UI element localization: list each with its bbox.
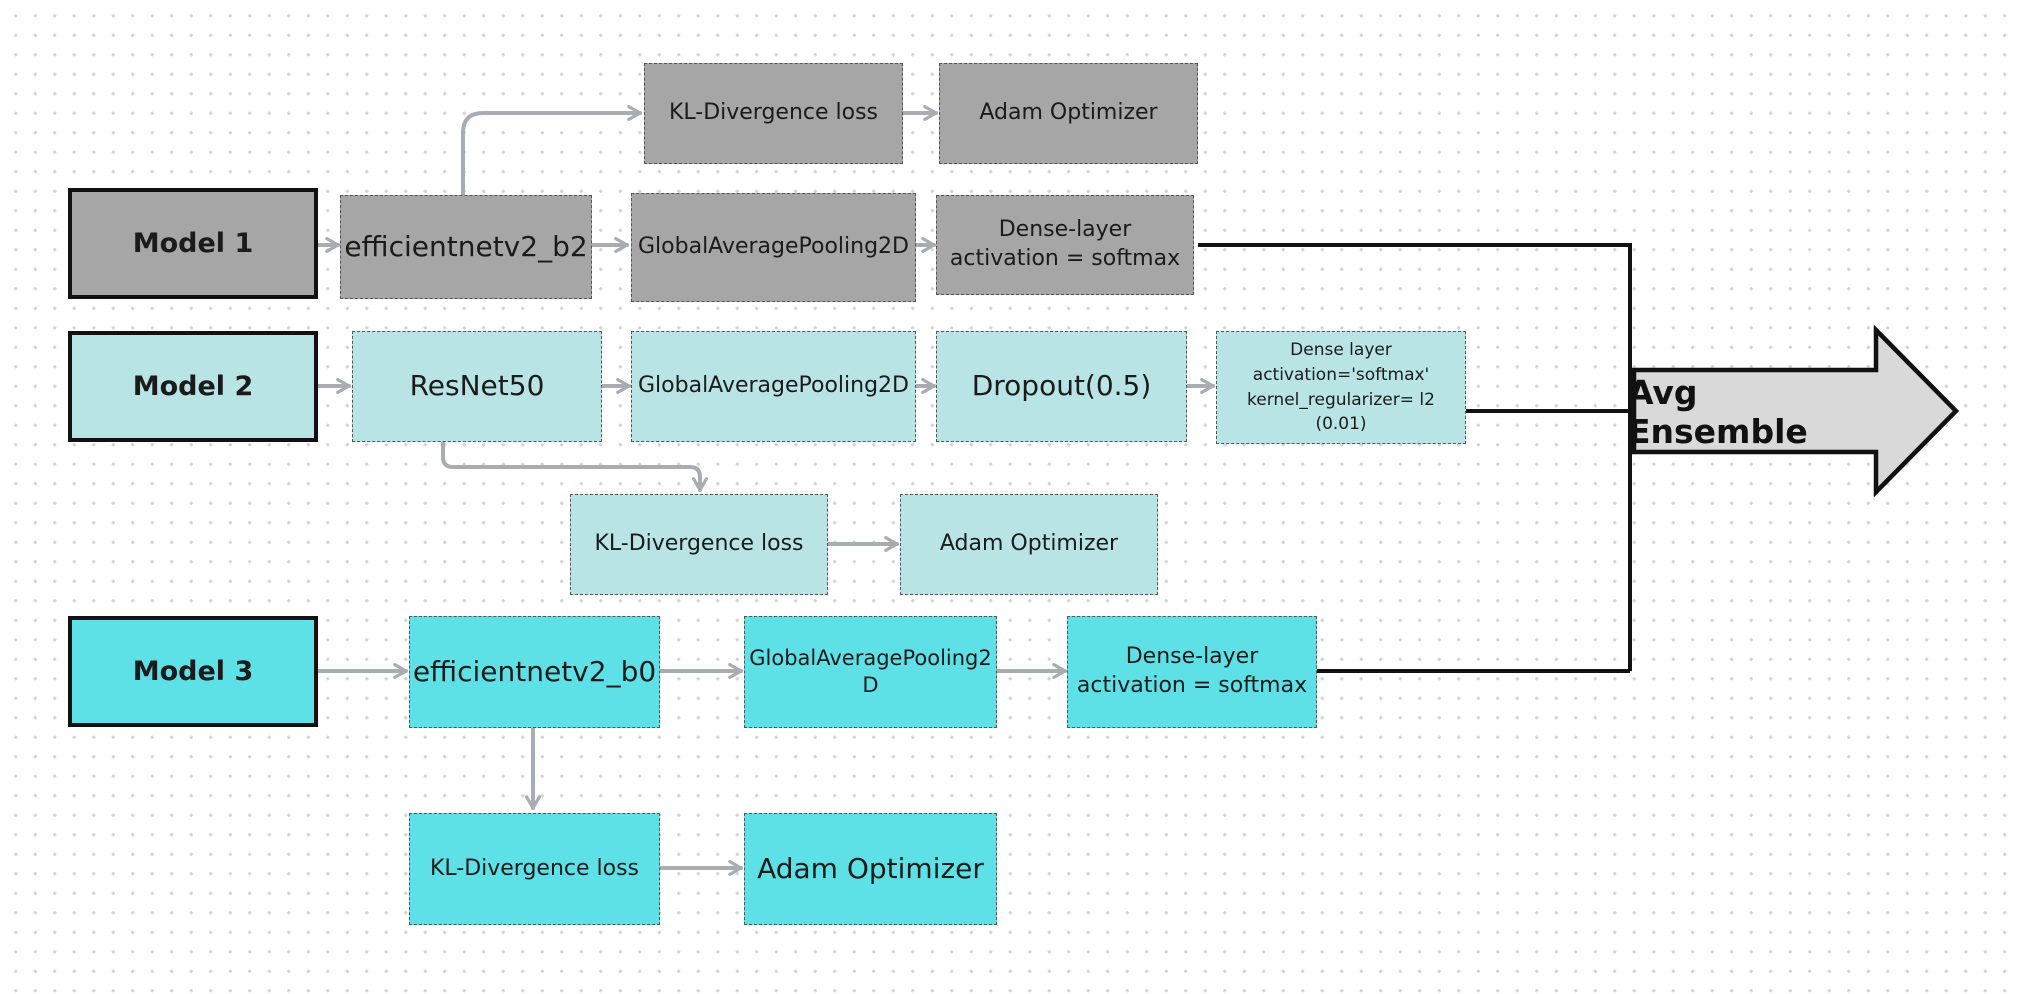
model1-pooling-node: GlobalAveragePooling2D xyxy=(631,193,916,302)
model3-pooling-node: GlobalAveragePooling2 D xyxy=(744,616,997,728)
model-2-label: Model 2 xyxy=(68,331,318,442)
model2-loss-node: KL-Divergence loss xyxy=(570,494,828,595)
model1-backbone-node: efficientnetv2_b2 xyxy=(340,195,592,299)
model1-loss-node: KL-Divergence loss xyxy=(644,63,903,164)
model2-optimizer-node: Adam Optimizer xyxy=(900,494,1158,595)
model-1-label: Model 1 xyxy=(68,188,318,299)
arrow-backbone2-to-loss xyxy=(441,440,708,492)
model2-pooling-node: GlobalAveragePooling2D xyxy=(631,331,916,442)
model3-optimizer-node: Adam Optimizer xyxy=(744,813,997,925)
ensemble-arrow-shape xyxy=(1631,324,1960,498)
model3-dense-node: Dense-layer activation = softmax xyxy=(1067,616,1317,728)
model3-backbone-node: efficientnetv2_b0 xyxy=(409,616,660,728)
model2-backbone-node: ResNet50 xyxy=(352,331,602,442)
model-3-label: Model 3 xyxy=(68,616,318,727)
model1-dense-node: Dense-layer activation = softmax xyxy=(936,195,1194,295)
line-model1-to-ensemble xyxy=(1198,243,1632,671)
model1-optimizer-node: Adam Optimizer xyxy=(939,63,1198,164)
model2-dense-node: Dense layer activation='softmax' kernel_… xyxy=(1216,331,1466,444)
ensemble-label: Avg Ensemble xyxy=(1628,373,1808,451)
model3-loss-node: KL-Divergence loss xyxy=(409,813,660,925)
arrow-backbone1-to-loss xyxy=(461,105,642,197)
model2-dropout-node: Dropout(0.5) xyxy=(936,331,1187,442)
